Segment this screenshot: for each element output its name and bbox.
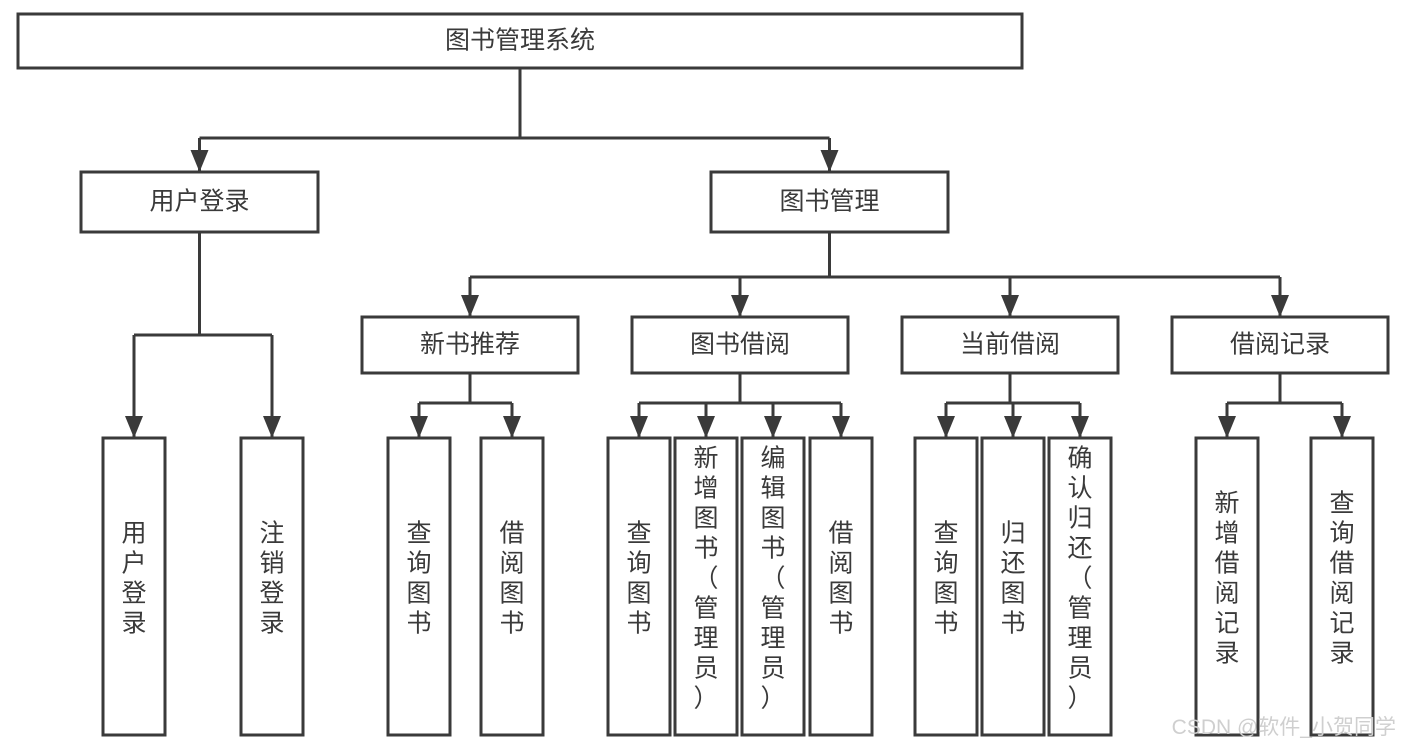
current-borrow-to-leaves-arrow-0	[937, 416, 955, 438]
node-leaf-query-book-borrow-box	[606, 436, 672, 737]
node-leaf-query-borrow-record-label: 查询借阅记录	[1329, 490, 1354, 668]
user-login-to-leaves-arrow-0	[125, 416, 143, 438]
node-leaf-borrow-book-rec-label: 借阅图书	[499, 520, 524, 638]
node-leaf-add-borrow-record-label: 新增借阅记录	[1214, 490, 1239, 668]
book-borrow-to-leaves-arrow-2	[764, 416, 782, 438]
node-leaf-user-logout-box	[239, 436, 305, 737]
node-leaf-add-book-admin[interactable]: 新增图书（管理员）	[673, 436, 739, 737]
root-to-level2-arrow-1	[820, 150, 839, 172]
edges-layer	[125, 68, 1351, 438]
node-leaf-confirm-return-admin-label: 确认归还（管理员）	[1067, 445, 1092, 713]
node-leaf-confirm-return-admin[interactable]: 确认归还（管理员）	[1047, 436, 1113, 737]
node-book-manage-box	[709, 170, 950, 234]
book-borrow-to-leaves-arrow-3	[832, 416, 850, 438]
node-leaf-edit-book-admin-label: 编辑图书（管理员）	[760, 445, 785, 713]
node-current-borrow[interactable]: 当前借阅	[900, 315, 1120, 375]
node-leaf-user-login[interactable]: 用户登录	[101, 436, 167, 737]
new-book-recommend-to-leaves-arrow-1	[503, 416, 521, 438]
borrow-record-to-leaves-arrow-1	[1333, 416, 1351, 438]
node-leaf-return-book[interactable]: 归还图书	[980, 436, 1046, 737]
node-new-book-recommend-label: 新书推荐	[420, 331, 520, 359]
node-leaf-user-logout-label: 注销登录	[259, 520, 284, 638]
node-root-system[interactable]: 图书管理系统	[16, 12, 1024, 70]
node-leaf-query-book-borrow-label: 查询图书	[626, 520, 651, 638]
bookmanage-to-level3-arrow-0	[461, 295, 479, 317]
node-leaf-query-book-current-label: 查询图书	[933, 520, 958, 638]
node-user-login-box	[79, 170, 320, 234]
node-leaf-query-borrow-record[interactable]: 查询借阅记录	[1309, 436, 1375, 737]
node-leaf-add-borrow-record-box	[1194, 436, 1260, 737]
node-leaf-add-borrow-record[interactable]: 新增借阅记录	[1194, 436, 1260, 737]
borrow-record-to-leaves-arrow-0	[1218, 416, 1236, 438]
node-leaf-query-book-rec[interactable]: 查询图书	[386, 436, 452, 737]
node-leaf-return-book-box	[980, 436, 1046, 737]
node-new-book-recommend[interactable]: 新书推荐	[360, 315, 580, 375]
node-leaf-edit-book-admin-box	[740, 436, 806, 737]
node-book-borrow-label: 图书借阅	[690, 331, 790, 359]
root-to-level2-arrow-0	[190, 150, 209, 172]
node-root-system-label: 图书管理系统	[445, 27, 595, 55]
node-current-borrow-label: 当前借阅	[960, 331, 1060, 359]
node-leaf-user-login-label: 用户登录	[121, 520, 146, 638]
node-book-borrow-box	[630, 315, 850, 375]
csdn-watermark: CSDN @软件_小贺同学	[1172, 716, 1396, 739]
node-book-borrow[interactable]: 图书借阅	[630, 315, 850, 375]
bookmanage-to-level3-arrow-1	[731, 295, 749, 317]
node-leaf-borrow-book-label: 借阅图书	[828, 520, 853, 638]
user-login-to-leaves-arrow-1	[263, 416, 281, 438]
node-leaf-query-book-current-box	[913, 436, 979, 737]
node-leaf-borrow-book-rec-box	[479, 436, 545, 737]
node-leaf-query-book-rec-box	[386, 436, 452, 737]
node-leaf-user-login-box	[101, 436, 167, 737]
node-leaf-query-book-borrow[interactable]: 查询图书	[606, 436, 672, 737]
node-leaf-user-logout[interactable]: 注销登录	[239, 436, 305, 737]
node-root-system-box	[16, 12, 1024, 70]
book-borrow-to-leaves-arrow-1	[697, 416, 715, 438]
node-user-login-label: 用户登录	[149, 188, 249, 216]
node-leaf-borrow-book-rec[interactable]: 借阅图书	[479, 436, 545, 737]
node-leaf-query-book-rec-label: 查询图书	[406, 520, 431, 638]
new-book-recommend-to-leaves-arrow-0	[410, 416, 428, 438]
node-leaf-borrow-book-box	[808, 436, 874, 737]
node-leaf-query-book-current[interactable]: 查询图书	[913, 436, 979, 737]
node-user-login[interactable]: 用户登录	[79, 170, 320, 234]
node-leaf-add-book-admin-label: 新增图书（管理员）	[693, 445, 718, 713]
node-leaf-edit-book-admin[interactable]: 编辑图书（管理员）	[740, 436, 806, 737]
node-leaf-return-book-label: 归还图书	[1000, 520, 1025, 638]
book-borrow-to-leaves-arrow-0	[630, 416, 648, 438]
node-borrow-record-box	[1170, 315, 1390, 375]
node-borrow-record-label: 借阅记录	[1230, 331, 1330, 359]
node-leaf-add-book-admin-box	[673, 436, 739, 737]
current-borrow-to-leaves-arrow-1	[1004, 416, 1022, 438]
node-leaf-borrow-book[interactable]: 借阅图书	[808, 436, 874, 737]
node-book-manage-label: 图书管理	[779, 188, 879, 216]
bookmanage-to-level3-arrow-2	[1001, 295, 1019, 317]
node-borrow-record[interactable]: 借阅记录	[1170, 315, 1390, 375]
bookmanage-to-level3-arrow-3	[1271, 295, 1289, 317]
current-borrow-to-leaves-arrow-2	[1071, 416, 1089, 438]
nodes-layer: 图书管理系统用户登录图书管理新书推荐图书借阅当前借阅借阅记录用户登录注销登录查询…	[16, 12, 1390, 737]
node-book-manage[interactable]: 图书管理	[709, 170, 950, 234]
node-current-borrow-box	[900, 315, 1120, 375]
node-leaf-query-borrow-record-box	[1309, 436, 1375, 737]
node-leaf-confirm-return-admin-box	[1047, 436, 1113, 737]
node-new-book-recommend-box	[360, 315, 580, 375]
